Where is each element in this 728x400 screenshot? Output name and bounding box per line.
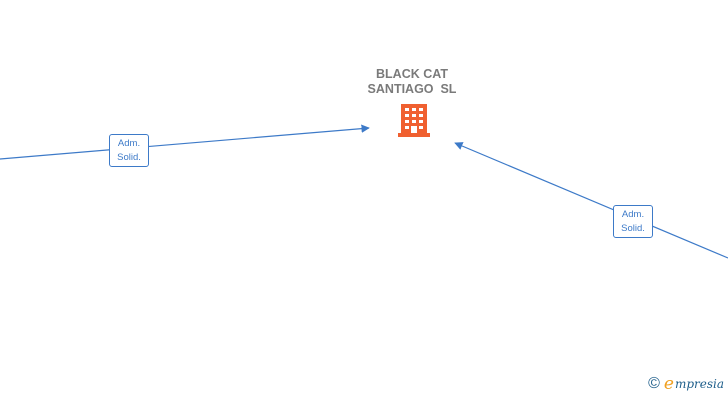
edge-label-role-type: Solid.	[117, 152, 141, 163]
edge-label-role: Adm.	[621, 209, 645, 220]
edge-line-left[interactable]	[0, 124, 370, 160]
edge-label-left[interactable]: Adm. Solid.	[109, 134, 149, 167]
brand-logo-initial: e	[663, 374, 674, 394]
empresia-watermark: © e mpresia	[648, 374, 724, 394]
brand-logo-text: mpresia	[674, 377, 724, 391]
edge-label-role: Adm.	[117, 138, 141, 149]
edge-line-right[interactable]	[454, 142, 728, 259]
edge-label-right[interactable]: Adm. Solid.	[613, 205, 653, 238]
copyright-icon: ©	[648, 375, 660, 392]
building-icon[interactable]	[398, 104, 430, 137]
company-name[interactable]: BLACK CAT SANTIAGO SL	[367, 67, 457, 96]
edge-label-role-type: Solid.	[621, 223, 645, 234]
